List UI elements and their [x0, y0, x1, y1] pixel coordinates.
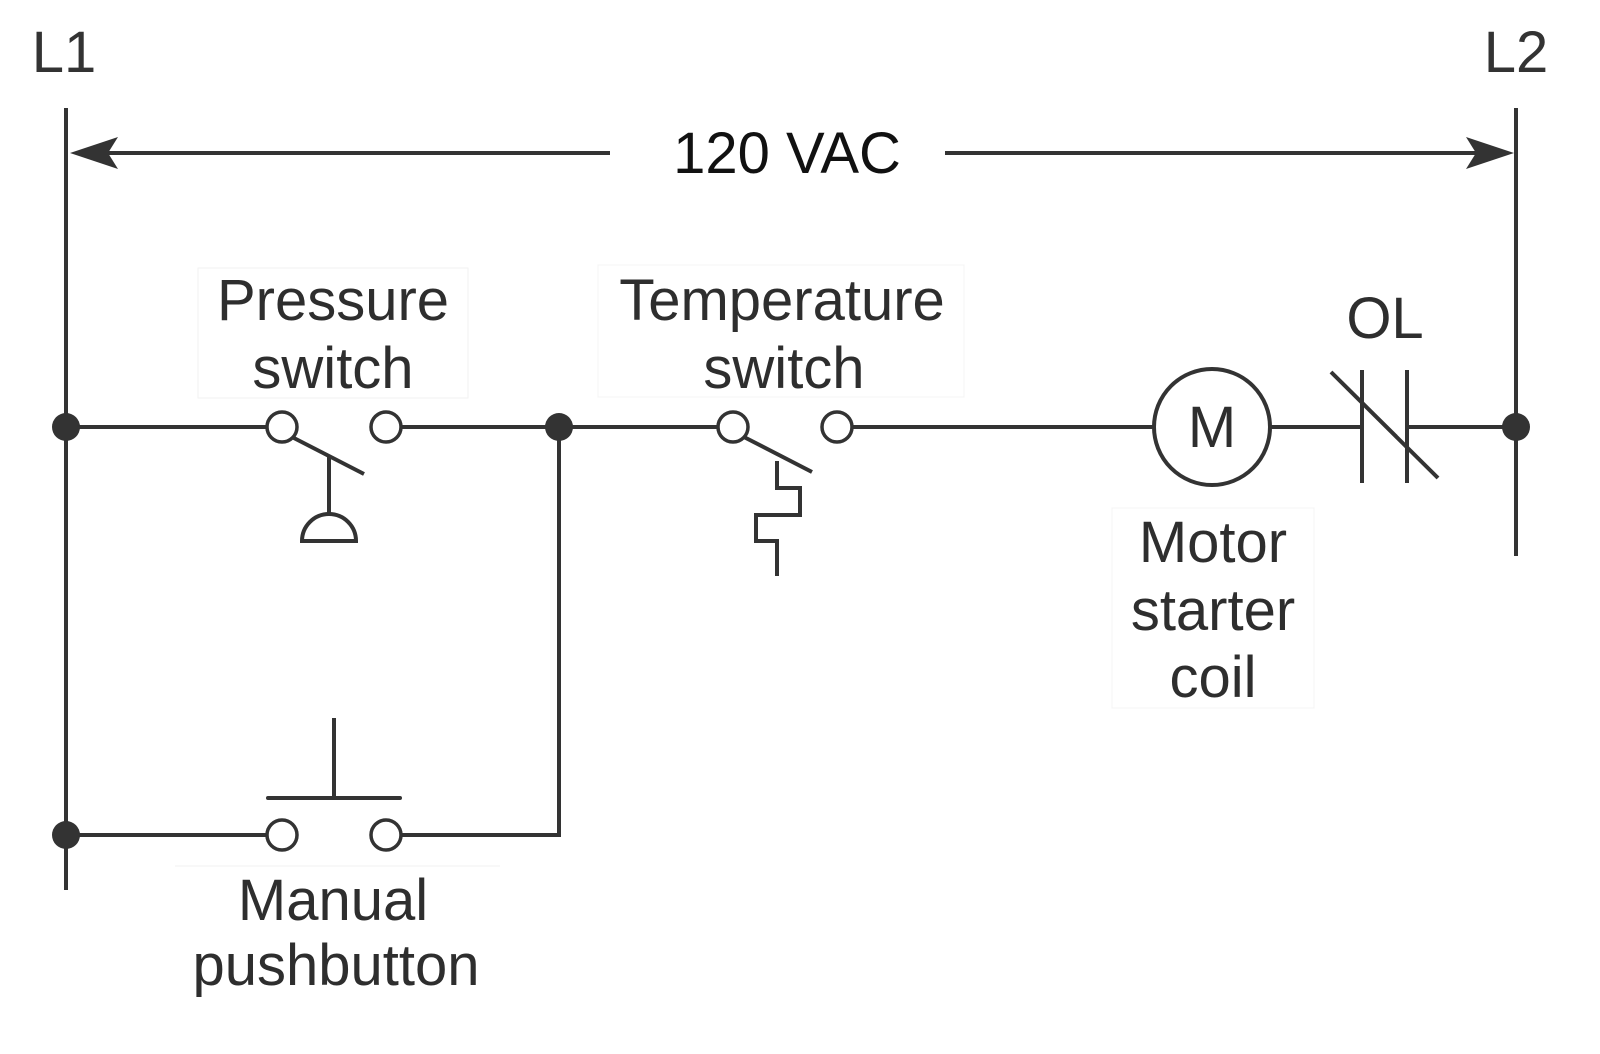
rail-label-l1: L1: [32, 20, 97, 85]
temperature-element-icon: [754, 461, 802, 576]
pressure-switch-label-box: [197, 267, 469, 399]
pushbutton-contact-left: [265, 818, 299, 852]
junction-dot-l2: [1502, 413, 1530, 441]
voltage-dimension: 120 VAC: [70, 121, 1514, 186]
rail-label-l2: L2: [1484, 20, 1549, 85]
motor-coil-label-line1: Motor: [1139, 510, 1287, 575]
arrowhead-left-icon: [70, 137, 118, 169]
rung-2-pushbutton-branch: Manual pushbutton: [66, 427, 561, 998]
arrowhead-right-icon: [1466, 137, 1514, 169]
motor-coil-label-line3: coil: [1169, 645, 1256, 710]
temperature-switch-blade: [741, 434, 813, 474]
wire-pushbutton-to-junction: [400, 427, 561, 837]
pushbutton-contact-right: [369, 818, 403, 852]
pressure-switch: Pressure switch: [197, 267, 469, 543]
pushbutton-label-line1: Manual: [238, 868, 428, 933]
voltage-label: 120 VAC: [673, 121, 901, 186]
pressure-diaphragm-icon: [299, 512, 359, 543]
motor-coil-label-box: [1111, 507, 1315, 709]
motor-coil-label-line2: starter: [1131, 578, 1295, 643]
overload-nc-slash-icon: [1329, 370, 1440, 480]
motor-coil-circle: [1152, 367, 1272, 487]
overload-label: OL: [1346, 286, 1423, 351]
pressure-switch-label-line1: Pressure: [217, 268, 449, 333]
temperature-switch-label-line2: switch: [703, 336, 864, 401]
pressure-switch-contact-right: [369, 410, 403, 444]
pushbutton-label-line2: pushbutton: [192, 933, 479, 998]
temperature-switch-contact-left: [716, 410, 750, 444]
temperature-switch-label-line1: Temperature: [619, 268, 945, 333]
junction-dot-l1-top: [52, 413, 80, 441]
overload-contact: OL: [1329, 286, 1440, 483]
motor-coil-symbol: M: [1188, 395, 1236, 460]
pressure-switch-label-line2: switch: [252, 336, 413, 401]
temperature-switch: Temperature switch: [597, 264, 965, 576]
temperature-switch-contact-right: [820, 410, 854, 444]
temperature-switch-label-box: [597, 264, 965, 398]
motor-starter-coil: M Motor starter coil: [1111, 367, 1315, 710]
pressure-switch-contact-left: [265, 410, 299, 444]
